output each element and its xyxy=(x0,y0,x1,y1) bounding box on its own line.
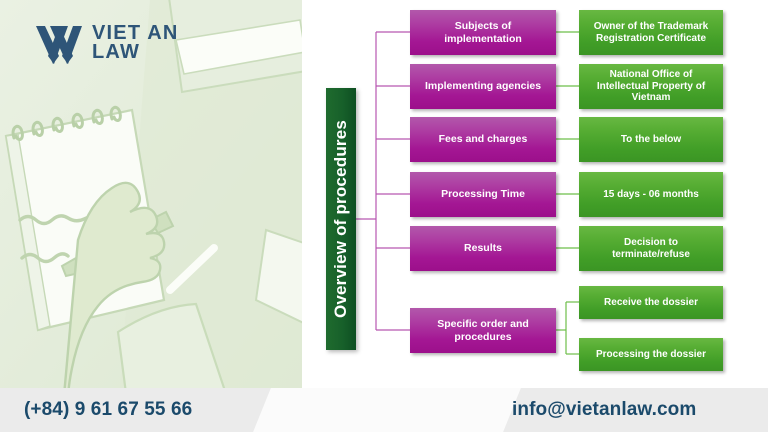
value-to-the-below[interactable]: To the below xyxy=(579,117,723,162)
value-decision-to-terminate-refuse[interactable]: Decision to terminate/refuse xyxy=(579,226,723,271)
footer-phone[interactable]: (+84) 9 61 67 55 66 xyxy=(24,399,193,420)
node-implementing-agencies[interactable]: Implementing agencies xyxy=(410,64,556,109)
procedure-flowchart: Overview of procedures Subjects of imple… xyxy=(302,0,768,388)
node-subjects-of-implementation[interactable]: Subjects of implementation xyxy=(410,10,556,55)
node-results[interactable]: Results xyxy=(410,226,556,271)
brand-name-line2: LAW xyxy=(92,41,141,63)
hand-writing-on-notepad-illustration xyxy=(0,0,302,388)
footer-email[interactable]: info@vietanlaw.com xyxy=(512,399,697,420)
brand-name-line1: VIET AN xyxy=(92,22,179,44)
brand-name: VIET AN LAW xyxy=(92,22,179,63)
node-fees-and-charges[interactable]: Fees and charges xyxy=(410,117,556,162)
node-processing-time[interactable]: Processing Time xyxy=(410,172,556,217)
contact-footer: (+84) 9 61 67 55 66 info@vietanlaw.com xyxy=(0,388,768,432)
vietan-monogram-icon xyxy=(36,22,82,64)
value-receive-the-dossier[interactable]: Receive the dossier xyxy=(579,286,723,319)
brand-logo: VIET AN LAW xyxy=(36,22,179,64)
value-owner-of-trademark-certificate[interactable]: Owner of the Trademark Registration Cert… xyxy=(579,10,723,55)
value-national-office-ip-vietnam[interactable]: National Office of Intellectual Property… xyxy=(579,64,723,109)
node-specific-order-and-procedures[interactable]: Specific order and procedures xyxy=(410,308,556,353)
diagram-title: Overview of procedures xyxy=(331,119,350,319)
value-processing-the-dossier[interactable]: Processing the dossier xyxy=(579,338,723,371)
left-image-panel: VIET AN LAW xyxy=(0,0,302,388)
diagram-title-bar: Overview of procedures xyxy=(326,88,356,350)
value-processing-duration[interactable]: 15 days - 06 months xyxy=(579,172,723,217)
footer-wedge-right xyxy=(327,388,521,432)
